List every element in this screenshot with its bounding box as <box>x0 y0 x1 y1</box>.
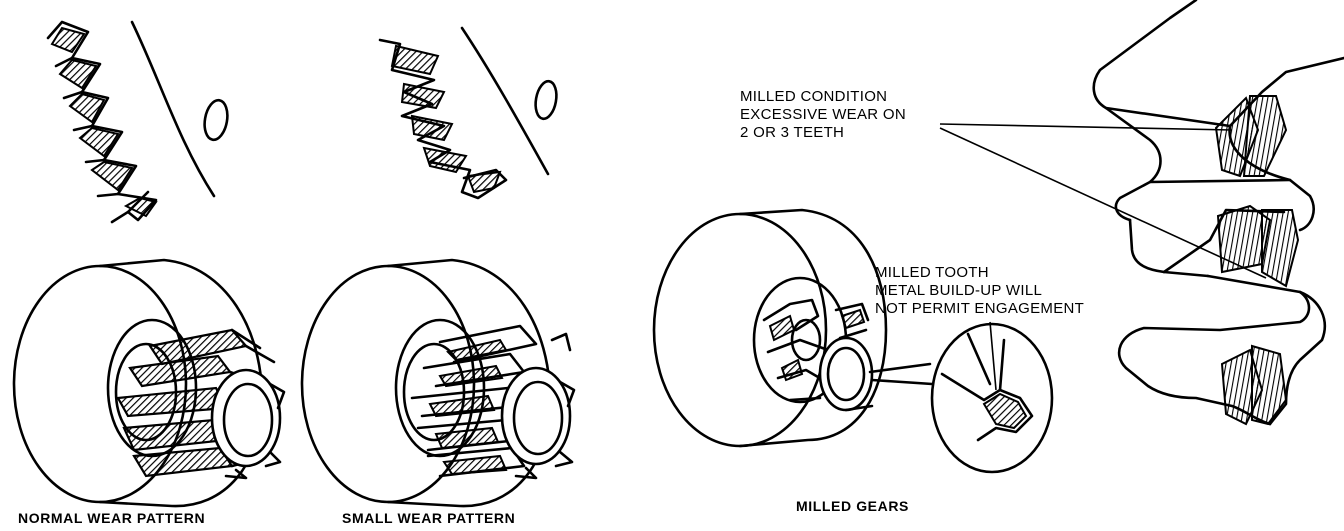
label-leader-lines <box>939 123 1267 391</box>
small-wear-caption: SMALL WEAR PATTERN <box>342 510 516 526</box>
milled-tooth-label: MILLED TOOTH METAL BUILD-UP WILL NOT PER… <box>875 264 1084 318</box>
milled-gears-caption: MILLED GEARS <box>796 498 909 514</box>
milled-condition-closeup <box>1092 0 1344 426</box>
milled-gear-pinion <box>652 208 934 448</box>
small-wear-pinion <box>300 258 576 508</box>
milled-condition-line-1: MILLED CONDITION <box>740 88 888 105</box>
milled-condition-line-2: EXCESSIVE WEAR ON <box>740 106 906 123</box>
milled-tooth-line-2: METAL BUILD-UP WILL <box>875 282 1043 299</box>
milled-tooth-magnifier <box>930 322 1054 474</box>
normal-wear-caption: NORMAL WEAR PATTERN <box>18 510 206 526</box>
normal-wear-ring-arc <box>130 20 229 198</box>
small-wear-ring-arc <box>460 26 558 176</box>
normal-wear-teeth-closeup <box>46 20 158 224</box>
small-wear-teeth-closeup <box>378 38 508 200</box>
milled-condition-label: MILLED CONDITION EXCESSIVE WEAR ON 2 OR … <box>740 88 906 142</box>
milled-tooth-line-1: MILLED TOOTH <box>875 264 989 281</box>
milled-tooth-line-3: NOT PERMIT ENGAGEMENT <box>875 300 1085 317</box>
milled-condition-line-3: 2 OR 3 TEETH <box>740 124 845 141</box>
normal-wear-pinion <box>12 258 286 508</box>
